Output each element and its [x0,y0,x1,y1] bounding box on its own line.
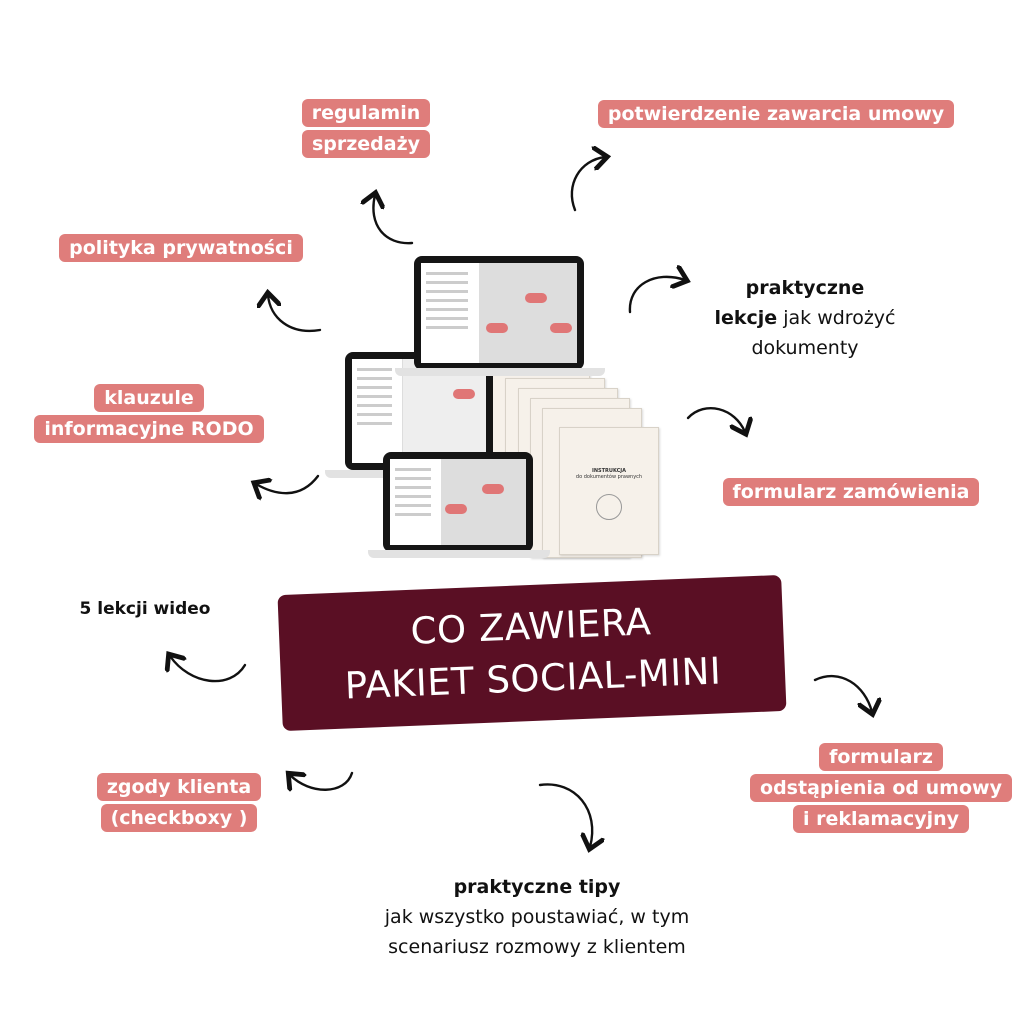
label-odstapienie: formularz odstąpienia od umowy i reklamacy… [740,742,1022,835]
label-text [480,263,577,363]
placeholder-line [426,308,468,311]
arrow-icon [290,773,354,790]
placeholder-line [395,495,431,498]
label-polityka: polityka prywatności [50,233,312,264]
text-tipy: praktyczne tipy jak wszystko poustawiać, … [337,872,737,962]
label-text: jak wdrożyć [777,307,896,329]
play-icon [452,389,475,399]
arrow-icon [538,783,592,847]
placeholder-line [426,326,468,329]
placeholder-line [395,513,431,516]
label-klauzule: klauzule informacyjne RODO [22,383,276,445]
placeholder-line [426,290,468,293]
arrow-icon [628,277,685,314]
text-lekcje: praktyczne lekcje jak wdrożyć dokumenty [700,273,910,363]
label-text [421,263,577,363]
play-icon [444,504,467,514]
placeholder-line [357,422,393,425]
arrow-icon [268,295,322,333]
placeholder-line [395,468,431,471]
laptop-base [368,550,550,558]
label-text: praktyczne [745,277,865,299]
logo-icon [596,494,622,520]
label-text [421,263,481,363]
label-text: zgody klienta [96,773,262,801]
text-wideo: 5 lekcji wideo [79,599,211,619]
laptop-top [414,256,584,370]
label-zgody: zgody klienta (checkboxy ) [90,772,268,834]
arrow-icon [170,656,247,683]
arrow-icon [256,474,320,493]
placeholder-line [357,377,393,380]
label-text: sprzedaży [301,130,431,158]
placeholder-line [395,477,431,480]
placeholder-line [395,486,431,489]
label-text [390,459,526,545]
placeholder-line [357,395,393,398]
document-subtitle: do dokumentów prawnych [575,474,643,480]
placeholder-line [426,317,468,320]
play-icon [525,293,548,303]
arrow-icon [813,674,872,712]
label-text: formularz zamówienia [722,478,980,506]
label-text: jak wszystko poustawiać, w tym [384,906,690,928]
label-formularz-zamowienia: formularz zamówienia [716,477,986,508]
label-text: klauzule [94,384,204,412]
placeholder-line [357,413,393,416]
title-banner: CO ZAWIERA PAKIET SOCIAL-MINI [277,574,787,732]
label-text: regulamin [301,99,431,127]
label-text [441,459,526,545]
label-text: informacyjne RODO [34,415,264,443]
placeholder-line [395,504,431,507]
document-cover: INSTRUKCJA do dokumentów prawnych [559,427,659,555]
label-potwierdzenie: potwierdzenie zawarcia umowy [590,99,962,130]
label-text [352,359,486,463]
label-text: potwierdzenie zawarcia umowy [597,100,955,128]
placeholder-line [357,386,393,389]
label-text [390,459,442,545]
placeholder-line [426,272,468,275]
play-icon [550,323,573,333]
label-text [352,359,403,463]
placeholder-line [426,281,468,284]
label-text [402,359,486,463]
placeholder-line [426,299,468,302]
label-text: (checkboxy ) [100,804,258,832]
play-icon [481,484,504,494]
arrow-icon [570,157,605,212]
label-text: praktyczne tipy [453,876,621,898]
label-text: formularz [819,743,943,771]
placeholder-line [357,368,393,371]
label-regulamin: regulamin sprzedaży [300,98,432,160]
laptop-front [383,452,533,552]
laptop-base [395,368,605,376]
label-text: odstąpienia od umowy [750,774,1012,802]
arrow-icon [373,195,414,245]
arrow-icon [686,407,745,432]
label-text: lekcje [714,307,778,329]
label-text: polityka prywatności [59,234,303,262]
label-text: scenariusz rozmowy z klientem [388,936,686,958]
placeholder-line [357,404,393,407]
label-text: i reklamacyjny [792,805,970,833]
play-icon [486,323,509,333]
document-title: INSTRUKCJA [591,468,627,474]
label-text: dokumenty [751,337,859,359]
